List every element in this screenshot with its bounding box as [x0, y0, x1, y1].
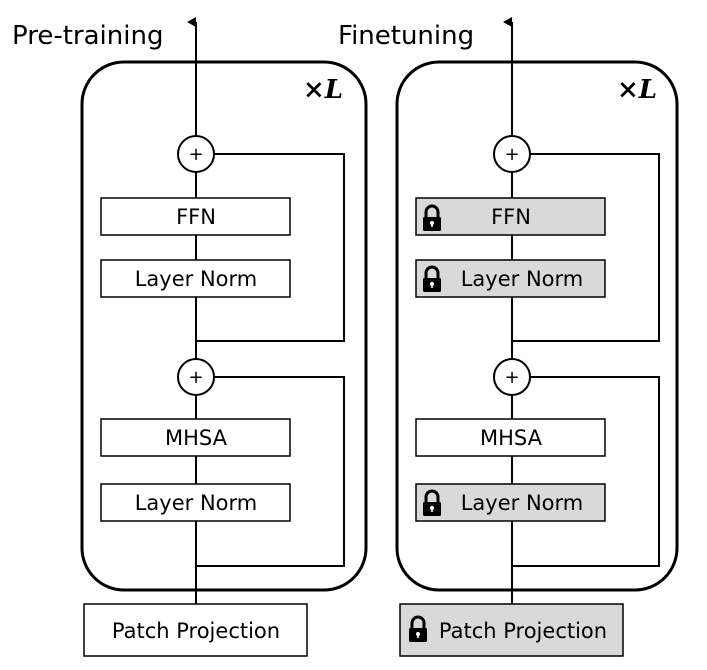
plus-icon: +	[188, 144, 203, 165]
residual-connection-lower	[196, 376, 345, 567]
mhsa-label: MHSA	[480, 426, 543, 450]
plus-icon: +	[188, 367, 203, 388]
repeat-label: ×L	[617, 75, 657, 105]
encoder-block-frame	[395, 60, 679, 592]
patch-projection-label: Patch Projection	[112, 619, 280, 643]
residual-connection-upper	[512, 153, 660, 342]
plus-icon: +	[504, 367, 519, 388]
layer-norm-label: Layer Norm	[135, 491, 258, 515]
finetuning-panel: Finetuning ×L + + FFN	[338, 17, 679, 657]
finetuning-title: Finetuning	[338, 21, 474, 51]
repeat-label: ×L	[303, 75, 343, 105]
ffn-box-frozen: FFN	[415, 197, 606, 236]
ffn-box: FFN	[100, 197, 291, 236]
layer-norm-label: Layer Norm	[135, 267, 258, 291]
patch-projection-label: Patch Projection	[439, 619, 607, 643]
layer-norm-label: Layer Norm	[461, 267, 584, 291]
residual-connection-lower	[512, 376, 660, 567]
plus-icon: +	[504, 144, 519, 165]
residual-connection-upper	[196, 153, 345, 342]
ffn-label: FFN	[176, 205, 216, 229]
ffn-label: FFN	[491, 205, 531, 229]
add-node-lower: +	[177, 358, 215, 396]
layer-norm-label: Layer Norm	[461, 491, 584, 515]
pretraining-panel: Pre-training ×L + + FFN Layer	[12, 17, 368, 657]
layer-norm-bottom-box-frozen: Layer Norm	[415, 483, 606, 522]
mhsa-label: MHSA	[165, 426, 228, 450]
layer-norm-top-box: Layer Norm	[100, 259, 291, 298]
layer-norm-top-box-frozen: Layer Norm	[415, 259, 606, 298]
add-node-upper: +	[177, 135, 215, 173]
pretraining-title: Pre-training	[12, 21, 163, 51]
patch-projection-box: Patch Projection	[83, 603, 308, 657]
mhsa-box: MHSA	[415, 418, 606, 457]
patch-projection-box-frozen: Patch Projection	[399, 603, 624, 657]
add-node-upper: +	[493, 135, 531, 173]
mhsa-box: MHSA	[100, 418, 291, 457]
add-node-lower: +	[493, 358, 531, 396]
encoder-block-frame	[80, 60, 368, 592]
layer-norm-bottom-box: Layer Norm	[100, 483, 291, 522]
